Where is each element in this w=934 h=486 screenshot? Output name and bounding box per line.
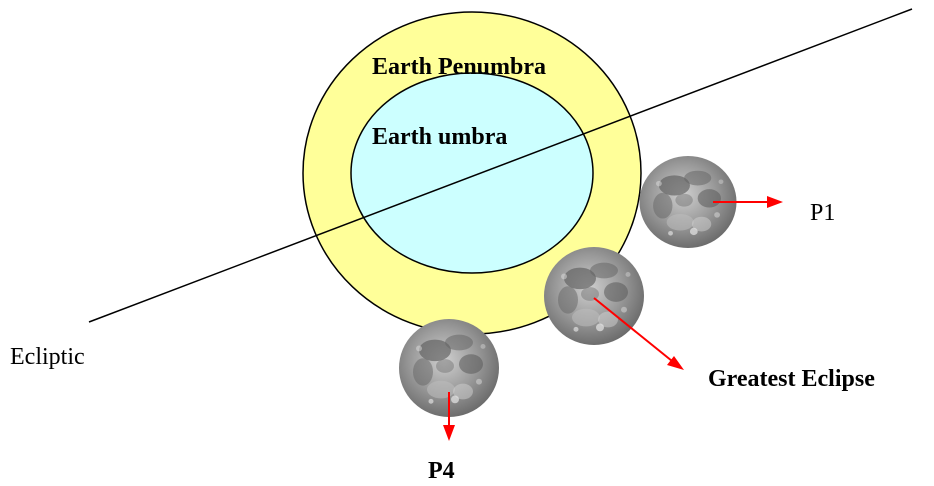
p1-arrow-icon [713,196,783,208]
ecliptic-label: Ecliptic [10,344,85,370]
greatest-eclipse-label: Greatest Eclipse [708,366,875,392]
penumbra-label: Earth Penumbra [372,54,546,80]
earth-umbra [350,72,594,274]
p1-label: P1 [810,200,835,226]
greatest-eclipse-arrow-icon [593,297,684,370]
p4-label: P4 [428,458,455,484]
umbra-label: Earth umbra [372,124,507,150]
moon-greatest-eclipse-icon [544,247,644,345]
p4-arrow-icon [443,392,455,441]
ecliptic-line [88,8,913,323]
